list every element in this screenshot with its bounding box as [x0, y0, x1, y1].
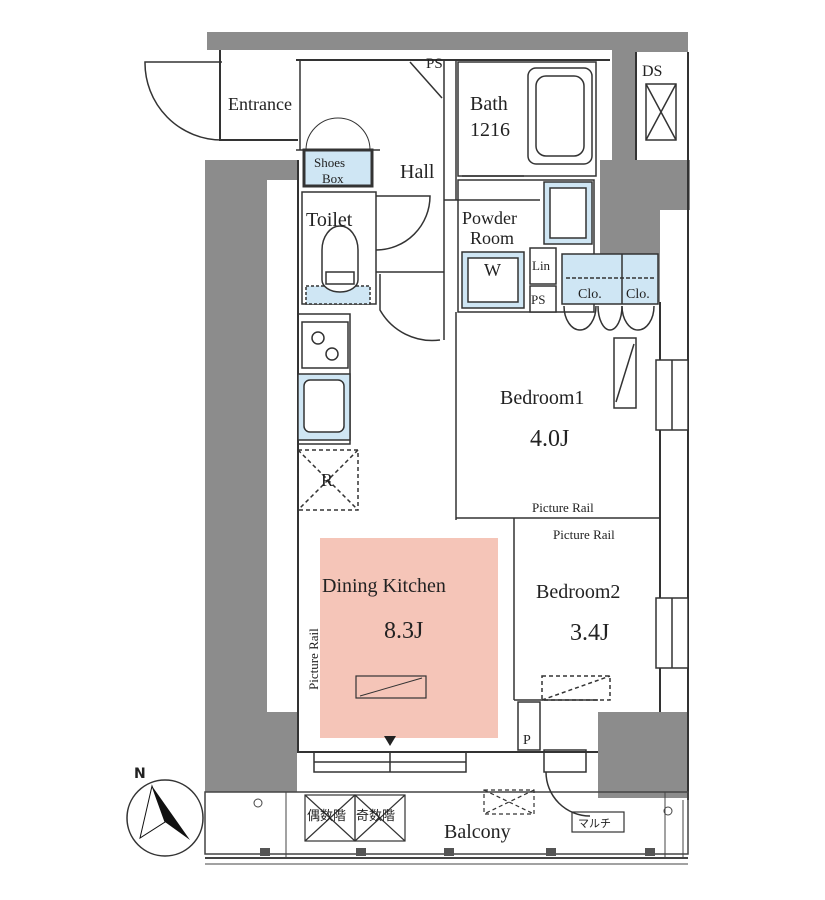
label-hall: Hall — [400, 161, 435, 183]
label-balcony: Balcony — [444, 821, 511, 843]
label-picture-rail-dining: Picture Rail — [306, 628, 321, 690]
hall-walls — [409, 60, 540, 340]
kitchen-equipment — [297, 313, 359, 511]
label-compass-north: N — [134, 766, 146, 782]
toilet-room — [301, 191, 444, 342]
evacuation-hatch — [304, 789, 625, 842]
label-closet-1: Clo. — [578, 287, 602, 302]
bedroom-walls — [455, 312, 660, 817]
label-ps-top: PS — [426, 56, 443, 72]
label-linen: Lin — [532, 258, 551, 273]
label-shoes-box-1: Shoes — [314, 155, 345, 170]
label-entrance: Entrance — [228, 94, 292, 114]
label-refrigerator: R — [321, 470, 333, 490]
label-bedroom2: Bedroom2 — [536, 581, 620, 603]
floor-heating-panel — [355, 675, 427, 699]
label-ps-mid: PS — [531, 292, 545, 307]
label-pipe: P — [523, 733, 531, 748]
dining-sliding-door — [313, 736, 467, 773]
label-dining-kitchen-size: 8.3J — [384, 618, 423, 644]
label-bedroom2-size: 3.4J — [570, 620, 609, 646]
balcony — [204, 791, 689, 865]
ds-shaft — [645, 83, 677, 141]
room-labels: Entrance PS DS Bath 1216 Hall Shoes Box … — [134, 56, 662, 843]
shoes-box — [302, 117, 374, 188]
label-powder-room-1: Powder — [462, 208, 517, 228]
label-even-stairs: 偶数階 — [307, 809, 346, 824]
label-dining-kitchen: Dining Kitchen — [322, 575, 446, 597]
label-bedroom1: Bedroom1 — [500, 387, 584, 409]
powder-room — [457, 179, 595, 313]
dining-kitchen-highlight — [320, 538, 498, 738]
label-washer: W — [484, 260, 501, 280]
label-bath-size: 1216 — [470, 119, 510, 141]
bathroom — [457, 61, 597, 177]
label-picture-rail-bedroom2: Picture Rail — [553, 527, 615, 542]
label-toilet: Toilet — [306, 209, 353, 231]
label-bath: Bath — [470, 93, 508, 115]
label-ds: DS — [642, 63, 662, 80]
label-shoes-box-2: Box — [322, 171, 344, 186]
label-closet-2: Clo. — [626, 287, 650, 302]
label-multi-outlet: マルチ — [578, 817, 611, 830]
closets — [561, 253, 659, 331]
label-powder-room-2: Room — [470, 228, 514, 248]
label-odd-stairs: 奇数階 — [356, 808, 395, 824]
label-picture-rail-bedroom1: Picture Rail — [532, 500, 594, 515]
compass — [126, 779, 204, 857]
right-windows — [655, 359, 689, 669]
label-bedroom1-size: 4.0J — [530, 426, 569, 452]
